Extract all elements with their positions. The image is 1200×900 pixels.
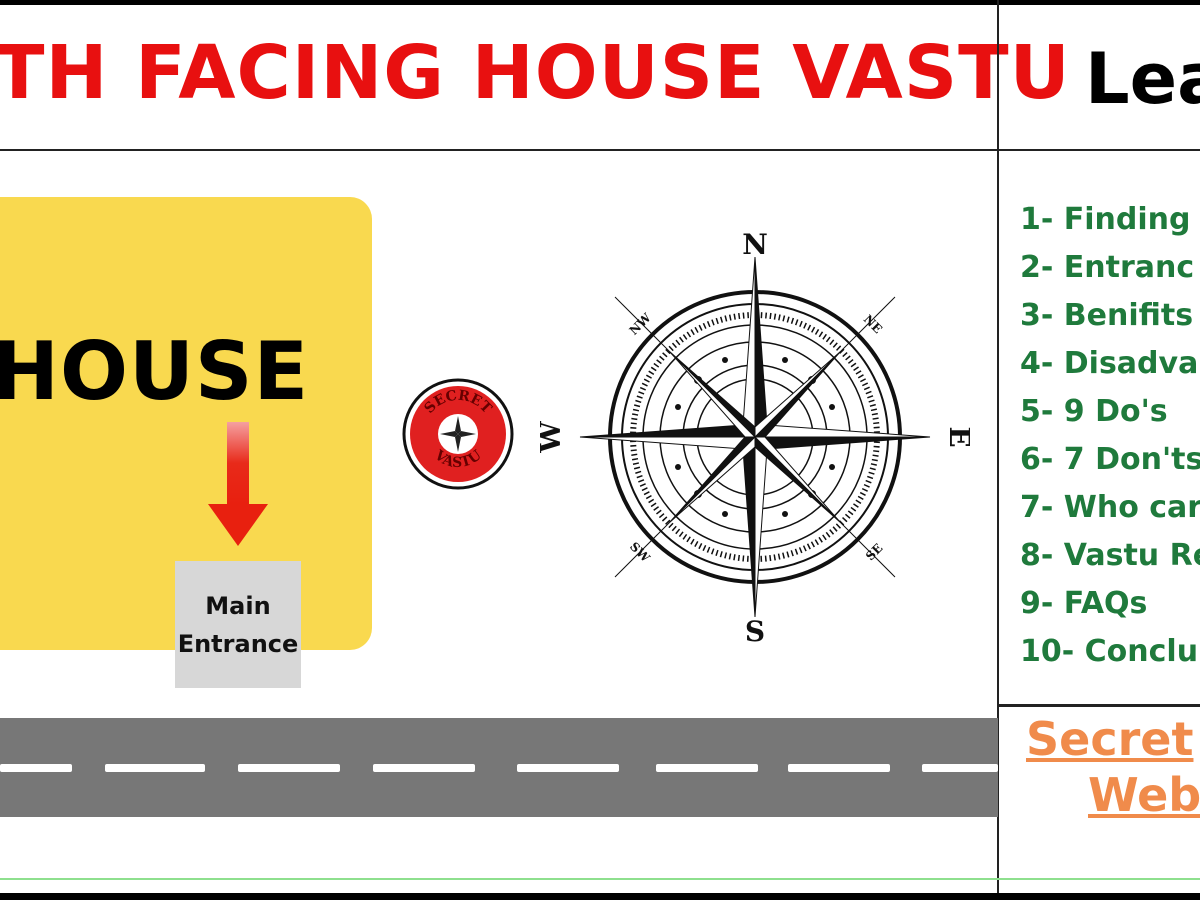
toc-item[interactable]: 4- Disadva (1020, 346, 1199, 381)
toc-item[interactable]: 8- Vastu Re (1020, 538, 1200, 573)
road (0, 718, 998, 817)
table-of-contents: 1- Finding 2- Entranc 3- Benifits 4- Dis… (1020, 196, 1200, 676)
toc-item[interactable]: 5- 9 Do's (1020, 394, 1168, 429)
toc-item[interactable]: 3- Benifits (1020, 298, 1194, 333)
entrance-line2: Entrance (177, 629, 299, 658)
secret-vastu-logo: SECRET VASTU (402, 378, 514, 490)
road-dash (788, 764, 890, 772)
website-link-line2[interactable]: Web (1088, 768, 1200, 822)
bottom-border (0, 893, 1200, 900)
page-title: TH FACING HOUSE VASTU (0, 30, 1071, 116)
house-label: HOUSE (0, 325, 310, 418)
compass-se: SE (863, 541, 885, 563)
road-dash (656, 764, 758, 772)
compass-rose-icon: N S E W NE NW SE SW (540, 228, 970, 648)
road-dash (0, 764, 72, 772)
toc-item[interactable]: 7- Who car (1020, 490, 1200, 525)
panel-divider (997, 0, 999, 893)
side-title: Lea (1085, 38, 1200, 120)
entrance-line1: Main (205, 591, 271, 620)
footer-line (0, 878, 1200, 880)
top-border (0, 0, 1200, 5)
toc-item[interactable]: 9- FAQs (1020, 586, 1148, 621)
compass-n: N (742, 228, 768, 261)
road-dash (517, 764, 619, 772)
toc-item[interactable]: 10- Conclu (1020, 634, 1199, 669)
road-dash (922, 764, 998, 772)
header-divider (0, 149, 1200, 151)
compass-nw: NW (627, 310, 655, 338)
compass-w: W (540, 421, 567, 454)
compass-ne: NE (861, 312, 885, 336)
arrow-down-icon (208, 422, 268, 546)
side-divider (998, 704, 1200, 707)
main-entrance: Main Entrance (175, 561, 301, 688)
road-dash (238, 764, 340, 772)
road-dash (373, 764, 475, 772)
road-dash (105, 764, 205, 772)
toc-item[interactable]: 6- 7 Don'ts (1020, 442, 1200, 477)
website-link-line1[interactable]: Secret (1026, 712, 1194, 766)
toc-item[interactable]: 1- Finding (1020, 202, 1191, 237)
toc-item[interactable]: 2- Entranc (1020, 250, 1195, 285)
compass-s: S (745, 615, 765, 648)
compass-e: E (943, 426, 970, 447)
